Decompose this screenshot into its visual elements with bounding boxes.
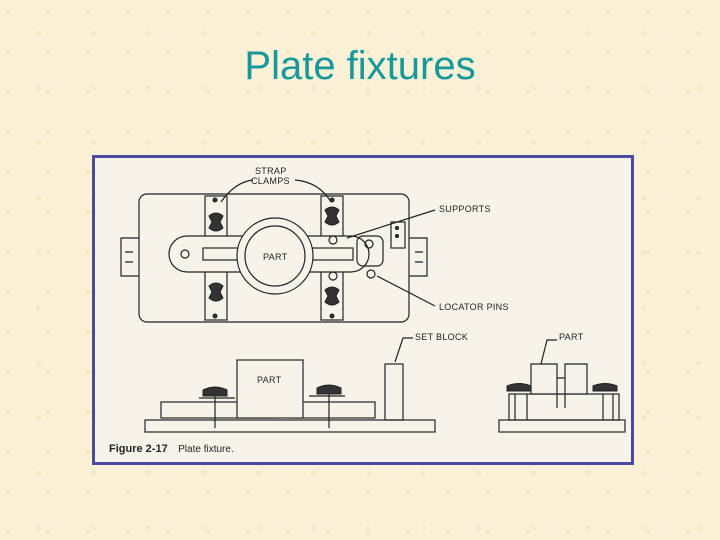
figure-caption: Figure 2-17 Plate fixture. xyxy=(109,439,234,456)
set-block-label: SET BLOCK xyxy=(415,332,468,342)
strap-clamps-label: STRAP xyxy=(255,166,287,176)
part-label-side: PART xyxy=(559,332,584,342)
part-label-top: PART xyxy=(263,252,288,262)
figure-caption-number: Figure 2-17 xyxy=(109,443,168,455)
strap-clamps-label-2: CLAMPS xyxy=(251,176,290,186)
slide-title: Plate fixtures xyxy=(244,44,476,88)
plate-fixture-drawing: STRAP CLAMPS SUPPORTS PART LOCATOR PINS … xyxy=(109,166,626,456)
part-label-front: PART xyxy=(257,375,282,385)
clamp-knob xyxy=(208,206,340,306)
figure-caption-text: Plate fixture. xyxy=(178,444,234,455)
side-view: PART xyxy=(498,332,626,433)
locator-pins-label: LOCATOR PINS xyxy=(439,302,509,312)
top-view: STRAP CLAMPS SUPPORTS PART LOCATOR PINS xyxy=(120,166,509,323)
supports-label: SUPPORTS xyxy=(439,204,491,214)
plate-fixture-figure: STRAP CLAMPS SUPPORTS PART LOCATOR PINS … xyxy=(92,155,634,465)
front-view: SET BLOCK PART xyxy=(144,332,468,433)
